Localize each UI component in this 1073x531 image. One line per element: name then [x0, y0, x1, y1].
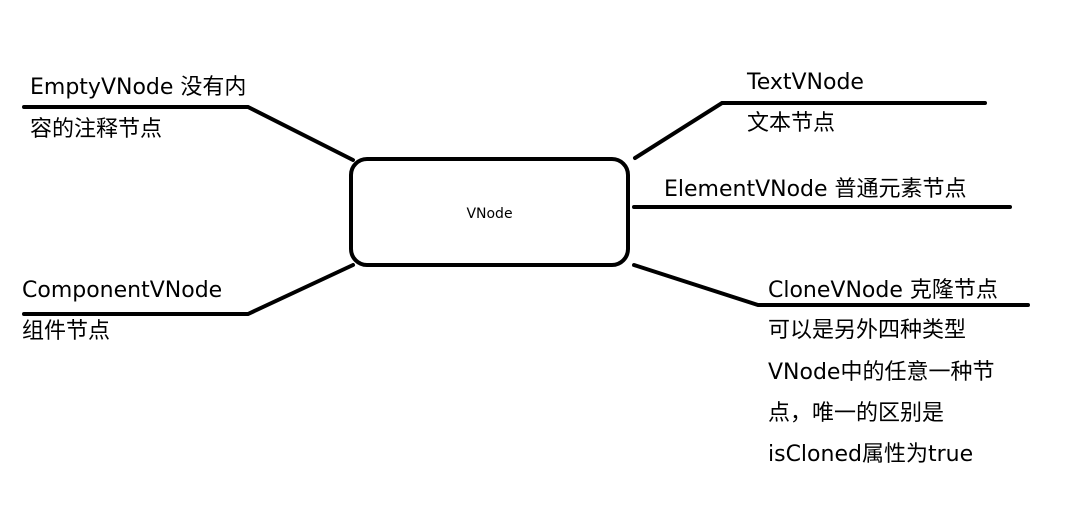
clone-vnode-desc-line2: VNode中的任意一种节 [768, 360, 995, 385]
vnode-center-box: VNode [349, 157, 630, 267]
text-vnode-desc: 文本节点 [747, 111, 836, 136]
clone-vnode-desc-line1: 可以是另外四种类型 [768, 318, 967, 343]
clone-vnode-desc-line4: isCloned属性为true [768, 442, 974, 467]
clone-vnode-desc-line3: 点，唯一的区别是 [768, 401, 945, 426]
empty-vnode-title: EmptyVNode 没有内 [30, 75, 247, 100]
vnode-center-label: VNode [466, 206, 513, 222]
component-vnode-title: ComponentVNode [22, 278, 223, 303]
connector-clone [632, 263, 1030, 307]
component-vnode-desc: 组件节点 [22, 319, 111, 344]
element-vnode-title: ElementVNode 普通元素节点 [664, 177, 967, 202]
connector-text [633, 101, 987, 160]
empty-vnode-desc: 容的注释节点 [30, 117, 163, 142]
text-vnode-title: TextVNode [747, 70, 864, 95]
connector-component [22, 263, 355, 316]
clone-vnode-title: CloneVNode 克隆节点 [768, 278, 998, 303]
connector-empty [22, 105, 355, 162]
